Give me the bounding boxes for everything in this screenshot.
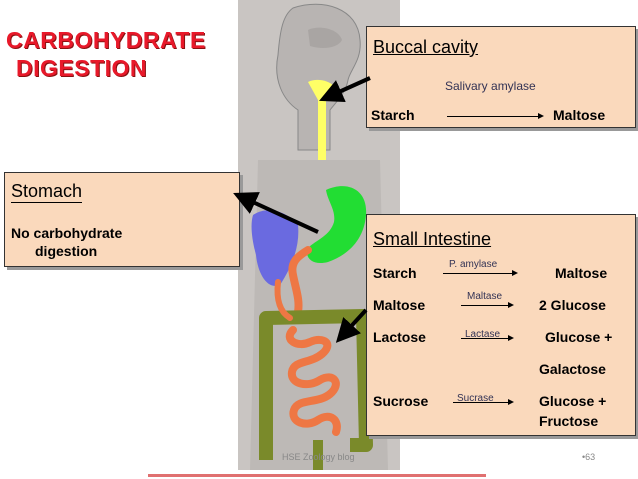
si-product-fructose: Fructose xyxy=(539,413,599,429)
footer-divider xyxy=(148,474,486,477)
salivary-amylase-label: Salivary amylase xyxy=(445,79,536,93)
stomach xyxy=(307,186,367,264)
si-substrate-lactose: Lactose xyxy=(373,329,426,345)
si-product-galactose: Galactose xyxy=(539,361,606,377)
small-intestine-box: Small Intestine Starch P. amylase Maltos… xyxy=(366,214,636,436)
si-arrow-lactose xyxy=(461,335,514,341)
pancreatic-duct xyxy=(274,279,293,321)
footer-source: HSE Zoology blog xyxy=(282,452,355,462)
duodenum xyxy=(288,246,312,316)
si-substrate-sucrose: Sucrose xyxy=(373,393,429,409)
buccal-cavity-heading: Buccal cavity xyxy=(373,37,479,57)
si-product-glucose-plus-1: Glucose + xyxy=(545,329,613,345)
si-product-2-glucose: 2 Glucose xyxy=(539,297,606,313)
footer-page-number: •63 xyxy=(582,452,596,462)
si-enzyme-p-amylase: P. amylase xyxy=(449,259,498,270)
si-arrow-starch xyxy=(443,270,518,276)
nasal-cavity xyxy=(308,27,342,48)
si-arrow-maltose xyxy=(461,302,514,308)
si-product-glucose-plus-2: Glucose + xyxy=(539,393,607,409)
si-enzyme-lactase: Lactase xyxy=(465,329,501,340)
title-line-2: DIGESTION xyxy=(16,55,148,81)
si-substrate-starch: Starch xyxy=(373,265,417,281)
esophagus xyxy=(318,96,326,188)
small-intestine xyxy=(285,326,341,436)
stomach-heading: Stomach xyxy=(11,181,83,203)
buccal-substrate: Starch xyxy=(371,107,415,123)
si-product-maltose: Maltose xyxy=(555,265,608,281)
si-substrate-maltose: Maltose xyxy=(373,297,426,313)
si-arrow-sucrose xyxy=(453,399,514,405)
si-enzyme-sucrase: Sucrase xyxy=(457,393,494,404)
small-intestine-heading: Small Intestine xyxy=(373,229,492,249)
stomach-box: Stomach No carbohydrate digestion xyxy=(4,172,240,267)
stomach-note-line-1: No carbohydrate xyxy=(11,225,123,241)
title-line-1: CARBOHYDRATE xyxy=(6,27,206,53)
stomach-note-line-2: digestion xyxy=(35,243,98,259)
buccal-reaction-arrow xyxy=(447,113,544,119)
slide-title: CARBOHYDRATE DIGESTION xyxy=(6,26,206,82)
si-enzyme-maltase: Maltase xyxy=(467,291,503,302)
buccal-cavity-box: Buccal cavity Salivary amylase Starch Ma… xyxy=(366,26,636,128)
buccal-product: Maltose xyxy=(553,107,606,123)
